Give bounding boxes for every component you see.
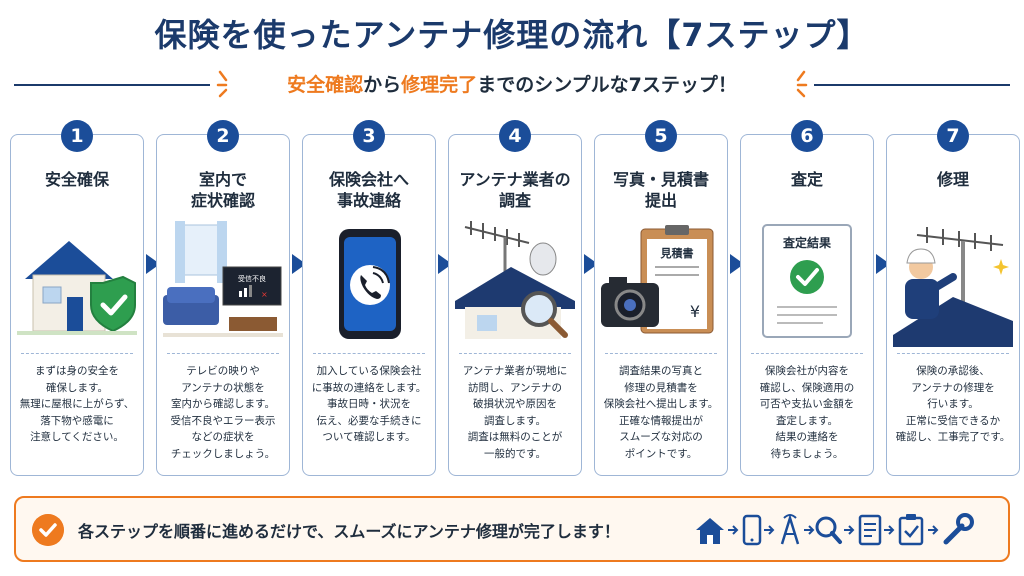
summary-banner: 各ステップを順番に進めるだけで、スムーズにアンテナ修理が完了します！ <box>14 496 1010 562</box>
card-divider <box>21 353 133 354</box>
step-number: 7 <box>937 120 969 152</box>
step-number: 2 <box>207 120 239 152</box>
yen-label: ¥ <box>690 302 700 321</box>
house-icon <box>696 518 724 544</box>
camera-estimate-icon: 見積書 ¥ <box>601 225 714 334</box>
subtitle-highlight-2: 修理完了 <box>401 74 478 96</box>
subtitle-banner: 安全確認から修理完了までのシンプルな7ステップ！ <box>0 66 1024 102</box>
steps-row: 安全確保 まずは身の安全を 確保します。 無理に屋根に上がらず、 落下物や感電に… <box>10 120 1020 478</box>
arrow-right-icon <box>292 254 306 274</box>
subtitle-rest: までのシンプルな7ステップ！ <box>477 74 737 96</box>
step-desc: 保険の承認後、 アンテナの修理を 行います。 正常に受信できるか 確認し、工事完… <box>895 365 1011 443</box>
repair-worker-icon <box>893 227 1013 347</box>
check-circle-icon <box>32 514 64 546</box>
step-desc: 保険会社が内容を 確認し、保険適用の 可否や支払い金額を 査定します。 結果の連… <box>759 365 855 460</box>
step-desc: テレビの映りや アンテナの状態を 室内から確認します。 受信不良やエラー表示 な… <box>170 365 276 460</box>
card-divider <box>897 353 1009 354</box>
spark-right-icon <box>796 70 808 98</box>
card-divider <box>605 353 717 354</box>
wrench-icon <box>943 513 974 545</box>
step-title: 安全確保 <box>44 170 109 189</box>
antenna-tower-icon <box>780 513 800 545</box>
subtitle-line-right <box>814 84 1010 86</box>
arrow-right-icon <box>730 254 744 274</box>
step-title: 写真・見積書 提出 <box>612 170 709 210</box>
step-number: 6 <box>791 120 823 152</box>
clipboard-check-icon <box>898 514 924 546</box>
house-shield-icon <box>17 241 137 335</box>
tv-room-icon: 受信不良 × <box>163 221 283 337</box>
flow-icons <box>696 513 974 546</box>
card-divider <box>751 353 863 354</box>
estimate-label: 見積書 <box>660 246 694 260</box>
card-divider <box>167 353 279 354</box>
magnifier-icon <box>815 516 842 544</box>
step-number: 1 <box>61 120 93 152</box>
spark-left-icon <box>216 70 228 98</box>
arrow-right-icon <box>876 254 890 274</box>
step-card-4: アンテナ業者の 調査 アンテナ業者が現地に 訪問し、アンテナの 破損状況や原因を… <box>448 134 582 476</box>
step-desc: 調査結果の写真と 修理の見積書を 保険会社へ提出します。 正確な情報提出が スム… <box>603 365 719 460</box>
step-card-2: 室内で 症状確認 受信不良 × テレビの映りや アンテナの状態を 室内から確認し… <box>156 134 290 476</box>
arrow-right-icon <box>584 254 598 274</box>
step-card-6: 査定 査定結果 保険会社が内容を 確認し、保険適用の 可否や支払い金額を 査定し… <box>740 134 874 476</box>
assessment-result-icon: 査定結果 <box>762 224 852 338</box>
step-card-5: 写真・見積書 提出 見積書 ¥ 調査結果の写真と 修理の見積書を 保険会社へ提出… <box>594 134 728 476</box>
page-title: 保険を使ったアンテナ修理の流れ【7ステップ】 <box>154 16 870 54</box>
step-title: 修理 <box>936 170 969 189</box>
step-title: 査定 <box>790 170 823 189</box>
subtitle-highlight-1: 安全確認 <box>287 74 364 96</box>
step-number: 5 <box>645 120 677 152</box>
arrow-right-icon <box>146 254 160 274</box>
step-desc: 加入している保険会社 に事故の連絡をします。 事故日時・状況を 伝え、必要な手続… <box>311 365 427 443</box>
card-divider <box>459 353 571 354</box>
subtitle: 安全確認から修理完了までのシンプルな7ステップ！ <box>0 70 1024 97</box>
tv-label: 受信不良 <box>238 274 266 283</box>
smartphone-call-icon <box>339 229 401 339</box>
smartphone-icon <box>742 514 762 546</box>
svg-text:×: × <box>261 290 268 299</box>
card-divider <box>313 353 425 354</box>
step-number: 4 <box>499 120 531 152</box>
step-card-1: 安全確保 まずは身の安全を 確保します。 無理に屋根に上がらず、 落下物や感電に… <box>10 134 144 476</box>
step-title: 保険会社へ 事故連絡 <box>328 170 409 210</box>
result-label: 査定結果 <box>782 235 831 250</box>
antenna-inspection-icon <box>455 221 575 339</box>
step-title: アンテナ業者の 調査 <box>459 170 571 210</box>
step-number: 3 <box>353 120 385 152</box>
step-title: 室内で 症状確認 <box>190 170 255 210</box>
document-icon <box>858 514 882 546</box>
step-desc: まずは身の安全を 確保します。 無理に屋根に上がらず、 落下物や感電に 注意して… <box>19 365 135 443</box>
subtitle-line-left <box>14 84 210 86</box>
subtitle-mid: から <box>363 74 402 96</box>
arrow-right-icon <box>438 254 452 274</box>
step-card-7: 修理 保険の承認後、 アンテナの修理を 行います。 正常に受信できるか 確認し、… <box>886 134 1020 476</box>
step-desc: アンテナ業者が現地に 訪問し、アンテナの 破損状況や原因を 調査します。 調査は… <box>462 365 568 460</box>
step-card-3: 保険会社へ 事故連絡 加入している保険会社 に事故の連絡をします。 事故日時・状… <box>302 134 436 476</box>
summary-text: 各ステップを順番に進めるだけで、スムーズにアンテナ修理が完了します！ <box>78 522 620 541</box>
